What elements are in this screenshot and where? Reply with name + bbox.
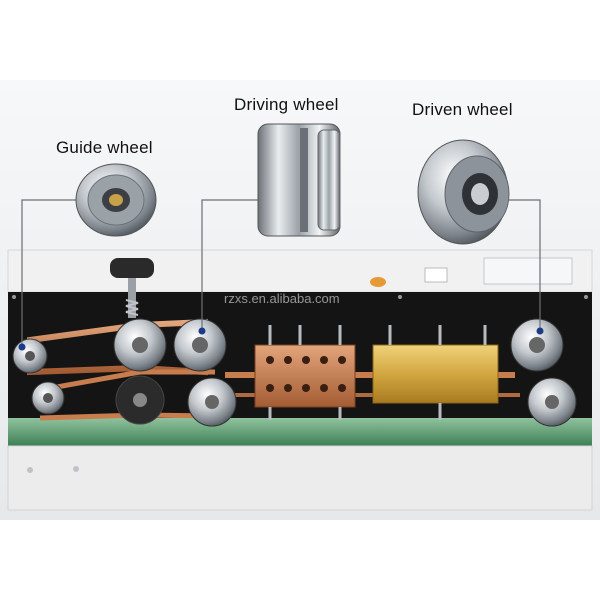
support-posts bbox=[268, 325, 487, 420]
wheels bbox=[12, 318, 577, 427]
machine-lower-housing bbox=[7, 445, 593, 511]
screw-icon bbox=[73, 466, 79, 472]
wheel-hub bbox=[205, 395, 219, 409]
driven-callout-dot bbox=[536, 327, 544, 335]
wheel-hub bbox=[25, 351, 35, 361]
guide-callout bbox=[21, 199, 76, 345]
driven-wheel-closeup bbox=[417, 139, 510, 245]
screw-icon bbox=[27, 467, 33, 473]
knob-shaft bbox=[128, 278, 136, 318]
heating-assembly bbox=[254, 325, 499, 420]
knob-handle bbox=[110, 258, 154, 278]
driven-wheel-label: Driven wheel bbox=[412, 100, 513, 119]
heater-holes bbox=[266, 356, 346, 392]
driven-wheel-core bbox=[471, 183, 489, 205]
driving-wheel-label: Driving wheel bbox=[234, 95, 339, 114]
callout-lines bbox=[21, 199, 541, 345]
screw-icon bbox=[12, 295, 16, 299]
control-panel bbox=[483, 257, 573, 285]
guide-wheel-label: Guide wheel bbox=[56, 138, 153, 157]
tension-knob bbox=[110, 258, 154, 318]
watermark-text: rzxs.en.alibaba.com bbox=[224, 291, 340, 306]
wheel-hub bbox=[43, 393, 53, 403]
wheel-hub bbox=[192, 337, 208, 353]
spring bbox=[125, 299, 139, 316]
display-window bbox=[424, 267, 448, 283]
indicator-light bbox=[370, 277, 386, 287]
screw-icon bbox=[584, 295, 588, 299]
wheel-hub bbox=[133, 393, 147, 407]
guide-callout-dot bbox=[18, 343, 26, 351]
wheel-hub bbox=[529, 337, 545, 353]
driving-callout bbox=[201, 199, 258, 330]
wheel-hub bbox=[545, 395, 559, 409]
brass-cooling-block bbox=[372, 344, 499, 404]
driving-callout-dot bbox=[198, 327, 206, 335]
driving-wheel-closeup bbox=[257, 123, 341, 237]
driven-callout bbox=[505, 199, 541, 330]
driving-wheel-flange bbox=[317, 129, 341, 231]
guide-wheel-core bbox=[109, 194, 123, 206]
wheel-hub bbox=[132, 337, 148, 353]
driving-wheel-groove bbox=[300, 128, 308, 232]
conveyor-belt bbox=[8, 418, 592, 446]
screw-icon bbox=[398, 295, 402, 299]
copper-heater-block bbox=[254, 344, 356, 408]
guide-wheel-closeup bbox=[75, 163, 157, 237]
